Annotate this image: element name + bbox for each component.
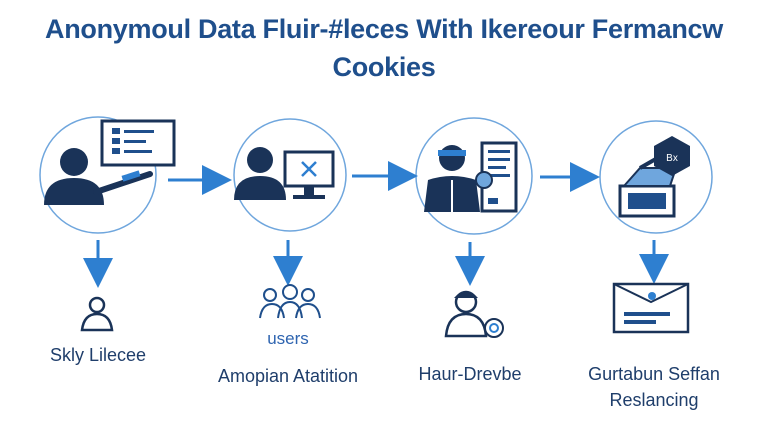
diagram-title: Anonymoul Data Fluir-#leces With Ikereou… bbox=[45, 14, 723, 44]
node-2-label: Amopian Atatition bbox=[217, 366, 359, 386]
diagram-subtitle: Cookies bbox=[332, 52, 436, 82]
flow-arrows-horizontal bbox=[168, 161, 600, 195]
node-1-label: Skly Lilecee bbox=[49, 345, 147, 365]
node-4-label-line1: Gurtabun Seffan bbox=[588, 364, 720, 384]
node-4-vault-machine-icon: Bx bbox=[599, 120, 713, 234]
node-3-label: Haur-Drevbe bbox=[418, 364, 522, 384]
svg-text:Bx: Bx bbox=[666, 153, 678, 164]
node-3-agent-document-icon bbox=[415, 117, 533, 235]
users-group-icon bbox=[259, 284, 321, 319]
node-2-user-monitor-icon bbox=[233, 118, 347, 232]
small-person-icon bbox=[80, 296, 114, 332]
flow-arrows-vertical bbox=[83, 240, 669, 288]
node-1-user-computer-icon bbox=[39, 116, 176, 234]
node-4-label-line2: Reslancing bbox=[609, 390, 699, 410]
envelope-card-icon bbox=[612, 282, 690, 334]
helmet-person-icon bbox=[444, 290, 504, 338]
node-2-label-top: users bbox=[267, 329, 309, 348]
